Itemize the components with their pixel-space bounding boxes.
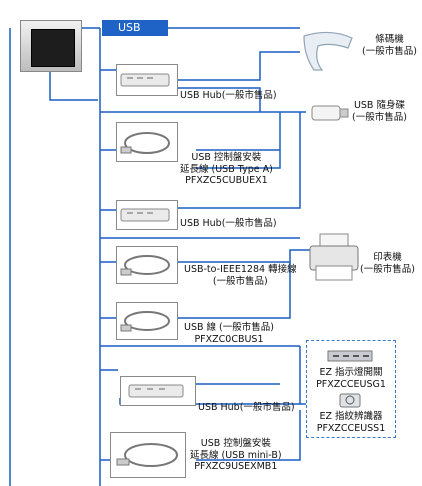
usb-hub-1-box xyxy=(116,64,178,96)
flash-drive-label: USB 隨身碟 (一般市售品) xyxy=(352,100,407,123)
usb-hub-icon xyxy=(120,73,170,87)
barcode-reader-icon xyxy=(303,31,353,71)
usb-type-a-cable-box xyxy=(116,122,178,162)
usb-hub-2-box xyxy=(116,200,178,230)
usb-hub-3-box xyxy=(120,376,196,406)
cable-mini-name: USB 控制盤安裝 xyxy=(200,438,271,449)
usb-hub-icon xyxy=(128,384,184,398)
barcode-name: 條碼機 xyxy=(375,34,404,45)
printer-note: (一般市售品) xyxy=(360,263,415,275)
usb-cable-name: USB 線 (一般市售品) xyxy=(184,322,274,333)
printer-label: 印表機 (一般市售品) xyxy=(360,252,415,275)
ieee1284-name: USB-to-IEEE1284 轉接線 xyxy=(184,264,297,275)
ez-switch-model: PFXZCCEUSG1 xyxy=(316,378,386,390)
usb-hub-2-label: USB Hub(一般市售品) xyxy=(180,218,277,229)
ez-switch-label: EZ 指示燈開關 PFXZCCEUSG1 xyxy=(309,367,393,390)
ieee1284-label: USB-to-IEEE1284 轉接線 (一般市售品) xyxy=(184,264,297,287)
printer-name: 印表機 xyxy=(373,252,402,263)
cable-a-name: USB 控制盤安裝 xyxy=(191,152,262,163)
usb-hub-3-label: USB Hub(一般市售品) xyxy=(198,402,295,413)
cable-icon xyxy=(120,255,170,276)
cable-a-detail: 延長線 (USB Type A) xyxy=(180,163,273,175)
cable-a-model: PFXZC5CUBUEX1 xyxy=(185,175,268,186)
usb-label: USB xyxy=(102,20,168,36)
ez-fingerprint-model: PFXZCCEUSS1 xyxy=(316,422,386,434)
usb-mini-b-cable-box xyxy=(110,432,186,478)
ez-fingerprint-icon xyxy=(339,393,361,408)
ez-fingerprint-name: EZ 指紋辨識器 xyxy=(319,411,383,422)
panel-screen xyxy=(31,29,75,67)
flash-drive-name: USB 隨身碟 xyxy=(353,100,405,111)
ez-switch-icon xyxy=(327,350,373,362)
gp-panel-device xyxy=(20,20,82,72)
printer-icon xyxy=(309,233,359,281)
cable-icon xyxy=(120,311,170,332)
cable-a-label: USB 控制盤安裝 延長線 (USB Type A) PFXZC5CUBUEX1 xyxy=(180,152,273,187)
ez-devices-group: EZ 指示燈開關 PFXZCCEUSG1 EZ 指紋辨識器 PFXZCCEUSS… xyxy=(306,340,396,438)
ez-switch-name: EZ 指示燈開關 xyxy=(319,367,383,378)
usb-cable-model: PFXZC0CBUS1 xyxy=(194,333,264,345)
usb-flash-drive-icon xyxy=(311,105,349,121)
usb-hub-1-label: USB Hub(一般市售品) xyxy=(180,90,277,101)
cable-mini-detail: 延長線 (USB mini-B) xyxy=(190,449,282,461)
cable-icon xyxy=(120,132,170,154)
ieee1284-note: (一般市售品) xyxy=(212,275,268,287)
usb-cable-label: USB 線 (一般市售品) PFXZC0CBUS1 xyxy=(184,322,274,345)
ieee1284-cable-box xyxy=(116,246,178,284)
usb-hub-icon xyxy=(120,208,170,222)
flash-drive-note: (一般市售品) xyxy=(352,111,407,123)
usb-cable-box xyxy=(116,302,178,340)
barcode-label: 條碼機 (一般市售品) xyxy=(362,34,417,57)
ez-fingerprint-label: EZ 指紋辨識器 PFXZCCEUSS1 xyxy=(309,411,393,434)
cable-icon xyxy=(116,443,178,467)
cable-mini-model: PFXZC9USEXMB1 xyxy=(194,461,278,472)
barcode-note: (一般市售品) xyxy=(362,45,417,57)
cable-mini-label: USB 控制盤安裝 延長線 (USB mini-B) PFXZC9USEXMB1 xyxy=(190,438,282,473)
